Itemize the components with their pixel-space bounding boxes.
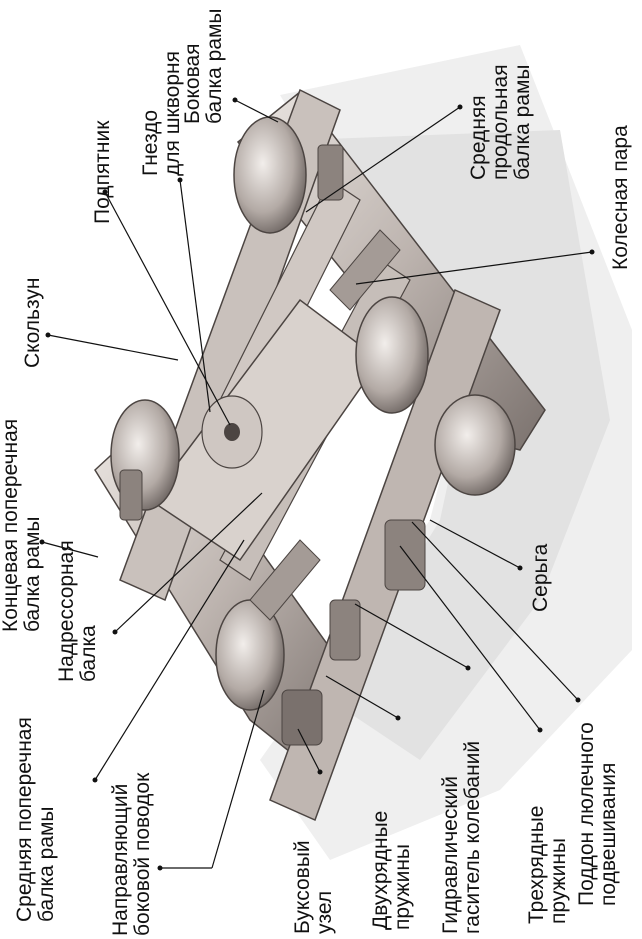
- label-kontsevaya-poperechnaya-balka: Концевая поперечная балка рамы: [0, 418, 44, 632]
- leader-lines: [39, 97, 595, 871]
- label-srednyaya-poperechnaya-balka: Средняя поперечная балка рамы: [13, 717, 58, 922]
- label-nadressornaya-balka: Надрессорная балка: [55, 540, 100, 682]
- wheelset: [110, 116, 516, 711]
- label-gidravlicheskiy-gasitel: Гидравлический гаситель колебаний: [439, 740, 484, 934]
- label-poddon-lyulechnogo: Поддон люлечного подвешивания: [575, 722, 620, 906]
- label-gnezdo-dlya-shkvornya: Гнездо для шкворня: [139, 51, 184, 176]
- label-srednyaya-prodolnaya-balka: Средняя продольная балка рамы: [467, 64, 534, 180]
- label-trekhryadnye-pruzhiny: Трехрядные пружины: [525, 805, 570, 924]
- springs: [119, 144, 426, 746]
- label-skolzun: Скользун: [21, 277, 44, 369]
- label-podpyatnik: Подпятник: [91, 120, 114, 224]
- label-napravlyayushchiy-povodok: Направляющий боковой поводок: [109, 772, 154, 936]
- label-kolesnaya-para: Колесная пара: [609, 125, 632, 270]
- label-dvukhryadnye-pruzhiny: Двухрядные пружины: [369, 810, 414, 930]
- label-buksovyy-uzel: Буксовый узел: [291, 840, 336, 934]
- label-bokovaya-balka: Боковая балка рамы: [181, 8, 226, 124]
- label-serga: Серьга: [529, 543, 552, 612]
